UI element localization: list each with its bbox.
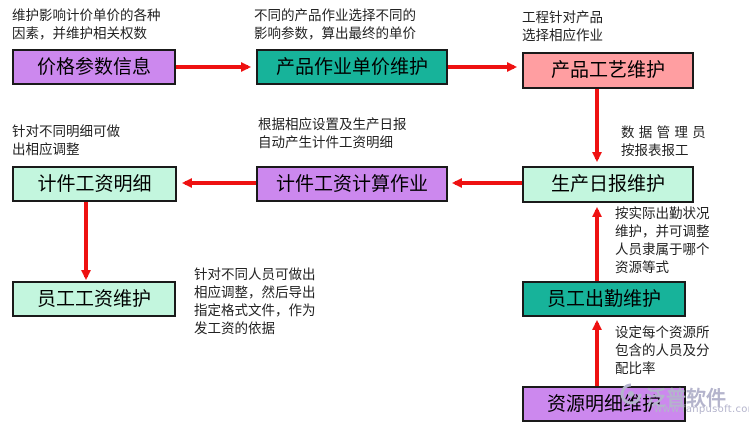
note-product-piece-price: 不同的产品作业选择不同的 影响参数，算出最终的单价 <box>254 8 416 42</box>
note-employee-wage: 针对不同人员可做出 相应调整，然后导出 指定格式文件，作为 发工资的依据 <box>194 267 316 337</box>
note-price-params: 维护影响计价单价的各种 因素，并维护相关权数 <box>12 8 161 42</box>
logo-url: www.fanpusoft.com <box>654 404 749 415</box>
note-resource-detail: 设定每个资源所 包含的人员及分 配比率 <box>615 325 710 377</box>
note-piece-wage-calc: 根据相应设置及生产日报 自动产生计件工资明细 <box>258 117 407 151</box>
node-daily-report[interactable]: 生产日报维护 <box>522 166 694 203</box>
node-piece-wage-calc[interactable]: 计件工资计算作业 <box>256 166 448 202</box>
node-product-piece-price[interactable]: 产品作业单价维护 <box>256 49 448 85</box>
watermark-logo: 泛普软件 www.fanpusoft.com <box>618 380 749 420</box>
note-attendance: 按实际出勤状况 维护，并可调整 人员隶属于哪个 资源等式 <box>615 206 710 276</box>
logo-swirl-icon <box>620 383 642 405</box>
note-piece-wage-detail: 针对不同明细可做 出相应调整 <box>12 124 120 158</box>
node-product-process[interactable]: 产品工艺维护 <box>522 52 694 89</box>
node-price-params[interactable]: 价格参数信息 <box>12 49 176 85</box>
note-product-process: 工程针对产品 选择相应作业 <box>522 10 603 44</box>
logo-name: 泛普软件 <box>646 386 726 410</box>
node-attendance[interactable]: 员工出勤维护 <box>522 281 686 317</box>
node-employee-wage[interactable]: 员工工资维护 <box>12 281 176 317</box>
note-daily-report: 数 据 管 理 员 按报表报工 <box>621 125 706 159</box>
node-piece-wage-detail[interactable]: 计件工资明细 <box>12 166 177 202</box>
node-resource-detail[interactable]: 资源明细维护 <box>522 386 686 422</box>
